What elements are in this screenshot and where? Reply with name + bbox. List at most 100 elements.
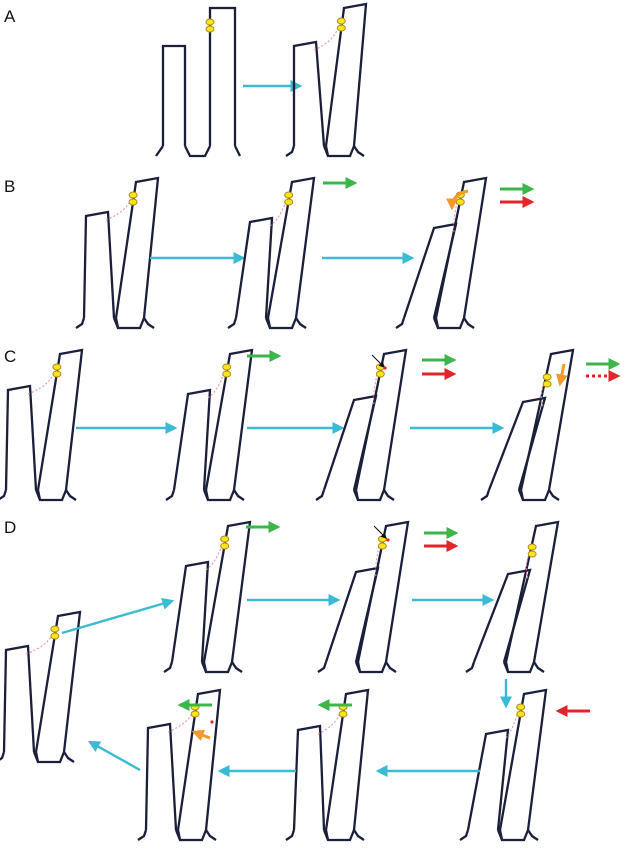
- foot-inner: [324, 829, 330, 841]
- foot-inner: [36, 489, 42, 501]
- pointer-arrow-icon: [371, 354, 385, 368]
- motor-icon: [284, 198, 294, 206]
- foot-inner: [114, 317, 120, 329]
- motor-icon: [455, 198, 465, 206]
- ion-dot-icon: [386, 538, 390, 542]
- motor-icon: [222, 363, 232, 371]
- motor-icon: [205, 18, 215, 26]
- tip-link-icon: [453, 200, 458, 233]
- foot-right: [231, 661, 243, 673]
- foot-inner: [34, 751, 40, 763]
- tall-stereocilium: [498, 688, 548, 831]
- tip-link-icon: [375, 544, 380, 577]
- panel-c-bundle-2: [165, 348, 254, 502]
- motor-icon: [516, 703, 526, 711]
- motor-icon: [375, 363, 385, 371]
- short-stereocilium: [292, 724, 326, 831]
- panel-label-c: C: [4, 347, 16, 366]
- foot-right: [463, 317, 475, 329]
- tall-stereocilium: [202, 520, 252, 663]
- foot-left: [137, 829, 148, 841]
- motor-icon: [205, 25, 215, 33]
- foot-left: [480, 489, 491, 501]
- transition-arrow-icon: [61, 597, 175, 635]
- motor-icon: [527, 550, 537, 558]
- tip-link-icon: [167, 712, 193, 733]
- short-stereocilium: [487, 396, 547, 491]
- motor-icon: [377, 542, 387, 550]
- panel-b-bundle-1: [75, 176, 160, 330]
- tall-stereocilium: [356, 520, 410, 663]
- foot-inner: [356, 661, 362, 673]
- foot-left: [465, 661, 476, 673]
- foot-left: [163, 661, 174, 673]
- foot-left: [317, 661, 328, 673]
- foot-left: [285, 145, 296, 157]
- short-stereocilium: [82, 210, 116, 319]
- motor-icon: [338, 710, 348, 718]
- motor-icon: [222, 370, 232, 378]
- foot-left: [285, 829, 296, 841]
- motor-icon: [336, 24, 346, 32]
- short-stereocilium: [472, 568, 532, 663]
- foot-left: [227, 317, 238, 329]
- foot-right: [353, 829, 365, 841]
- panel-d-bundle-rest: [0, 610, 82, 764]
- foot-left: [459, 829, 470, 841]
- foot-right: [65, 489, 77, 501]
- motor-icon: [52, 363, 62, 371]
- tip-link-icon: [27, 372, 55, 395]
- panel-label-d: D: [4, 518, 16, 537]
- foot-inner: [519, 489, 525, 501]
- motor-icon: [375, 370, 385, 378]
- foot-inner: [434, 317, 440, 329]
- tall-stereocilium: [34, 610, 82, 753]
- panel-c-bundle-1: [0, 348, 84, 502]
- short-stereocilium: [144, 722, 178, 831]
- short-stereocilium: [2, 644, 36, 753]
- tip-link-icon: [207, 372, 225, 399]
- ion-dot-icon: [383, 366, 387, 370]
- foot-right: [143, 317, 155, 329]
- motor-icon: [220, 542, 230, 550]
- panel-c-bundle-3: [315, 348, 408, 502]
- tall-stereocilium: [354, 348, 408, 491]
- foot-right: [548, 489, 560, 501]
- tall-stereocilium: [519, 348, 575, 491]
- foot-right: [63, 751, 75, 763]
- tall-stereocilium: [114, 176, 160, 319]
- panel-b-bundle-2: [227, 176, 316, 330]
- foot-left: [75, 317, 86, 329]
- short-stereocilium: [402, 222, 458, 319]
- short-stereocilium: [322, 394, 378, 491]
- tip-link-icon: [313, 26, 339, 51]
- tall-stereocilium: [208, 6, 237, 146]
- foot-inner: [354, 489, 360, 501]
- tall-stereocilium: [204, 348, 254, 491]
- tall-stereocilium: [324, 688, 370, 831]
- motor-icon: [220, 535, 230, 543]
- motor-icon: [50, 632, 60, 640]
- motor-icon: [542, 373, 552, 381]
- foot-inner: [202, 661, 208, 673]
- tall-stereocilium: [36, 348, 84, 491]
- foot-left: [0, 489, 8, 501]
- short-stereocilium: [234, 216, 274, 319]
- foot-right: [385, 661, 397, 673]
- tip-link-icon: [25, 634, 53, 655]
- panel-label-a: A: [4, 7, 16, 26]
- motor-icon: [52, 370, 62, 378]
- motor-icon: [190, 710, 200, 718]
- motor-icon: [128, 198, 138, 206]
- orange-rotation-arrow-icon: [446, 189, 469, 211]
- foot-inner: [324, 145, 330, 157]
- pointer-arrow-icon: [373, 525, 387, 539]
- foot-right: [205, 829, 217, 841]
- motor-icon: [516, 710, 526, 718]
- foot-inner: [204, 489, 210, 501]
- panel-d-bundle-1: [163, 520, 252, 674]
- tip-link-icon: [525, 552, 530, 579]
- short-stereocilium: [324, 566, 380, 663]
